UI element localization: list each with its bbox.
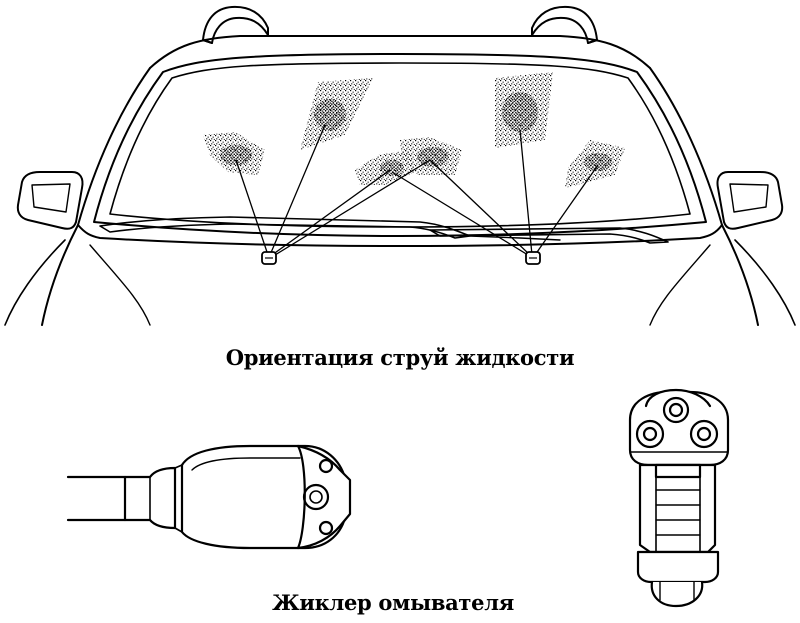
car-front-view [4,5,796,326]
front-nozzle-foot [650,580,704,608]
hose [66,475,127,522]
mirror-left [16,171,84,230]
windshield-frame [93,53,707,237]
hood-nozzle-left [261,251,277,265]
hood [41,224,79,326]
caption-spray-orientation: Ориентация струй жидкости [225,345,575,370]
spray-core-3 [380,160,404,176]
spray-core-2 [314,99,346,131]
spray-core-1 [220,145,252,165]
wiper-left [99,216,471,239]
cowl-panel [77,224,723,247]
front-jet-top [662,396,690,424]
washer-nozzle-side-view [66,444,352,550]
washer-nozzle-front-view [628,388,730,608]
nozzle-jet-center [302,483,330,511]
spray-core-4 [417,147,449,167]
fender-left [4,239,66,326]
hose-ring [123,466,177,530]
hood-nozzle-right [525,251,541,265]
wiper-right [429,227,669,244]
front-jet-left [635,419,665,449]
spray-direction-lines [235,124,599,256]
mirror-right-inner [729,183,769,213]
hood-right [721,224,759,326]
mirror-right [716,171,784,230]
front-jet-right [689,419,719,449]
roof-rail-right [531,5,598,44]
spray-core-5 [502,92,538,132]
a-pillar-left [77,67,151,226]
roof-rail-left [202,5,269,44]
windshield-glass [109,62,691,228]
caption-washer-nozzle: Жиклер омывателя [272,590,514,615]
hood-crease [89,244,151,326]
nozzle-body-shade [191,457,301,471]
roof-edge [149,35,651,69]
nozzle-jet-bottom [318,520,334,536]
front-nozzle-clip [654,463,702,479]
fender-right [734,239,796,326]
nozzle-jet-top [318,458,334,474]
a-pillar-right [649,67,723,226]
mirror-left-inner [31,183,71,213]
front-nozzle-base [636,550,720,584]
spray-core-6 [584,153,612,171]
spray-patterns [203,72,625,188]
hood-crease-right [649,244,711,326]
